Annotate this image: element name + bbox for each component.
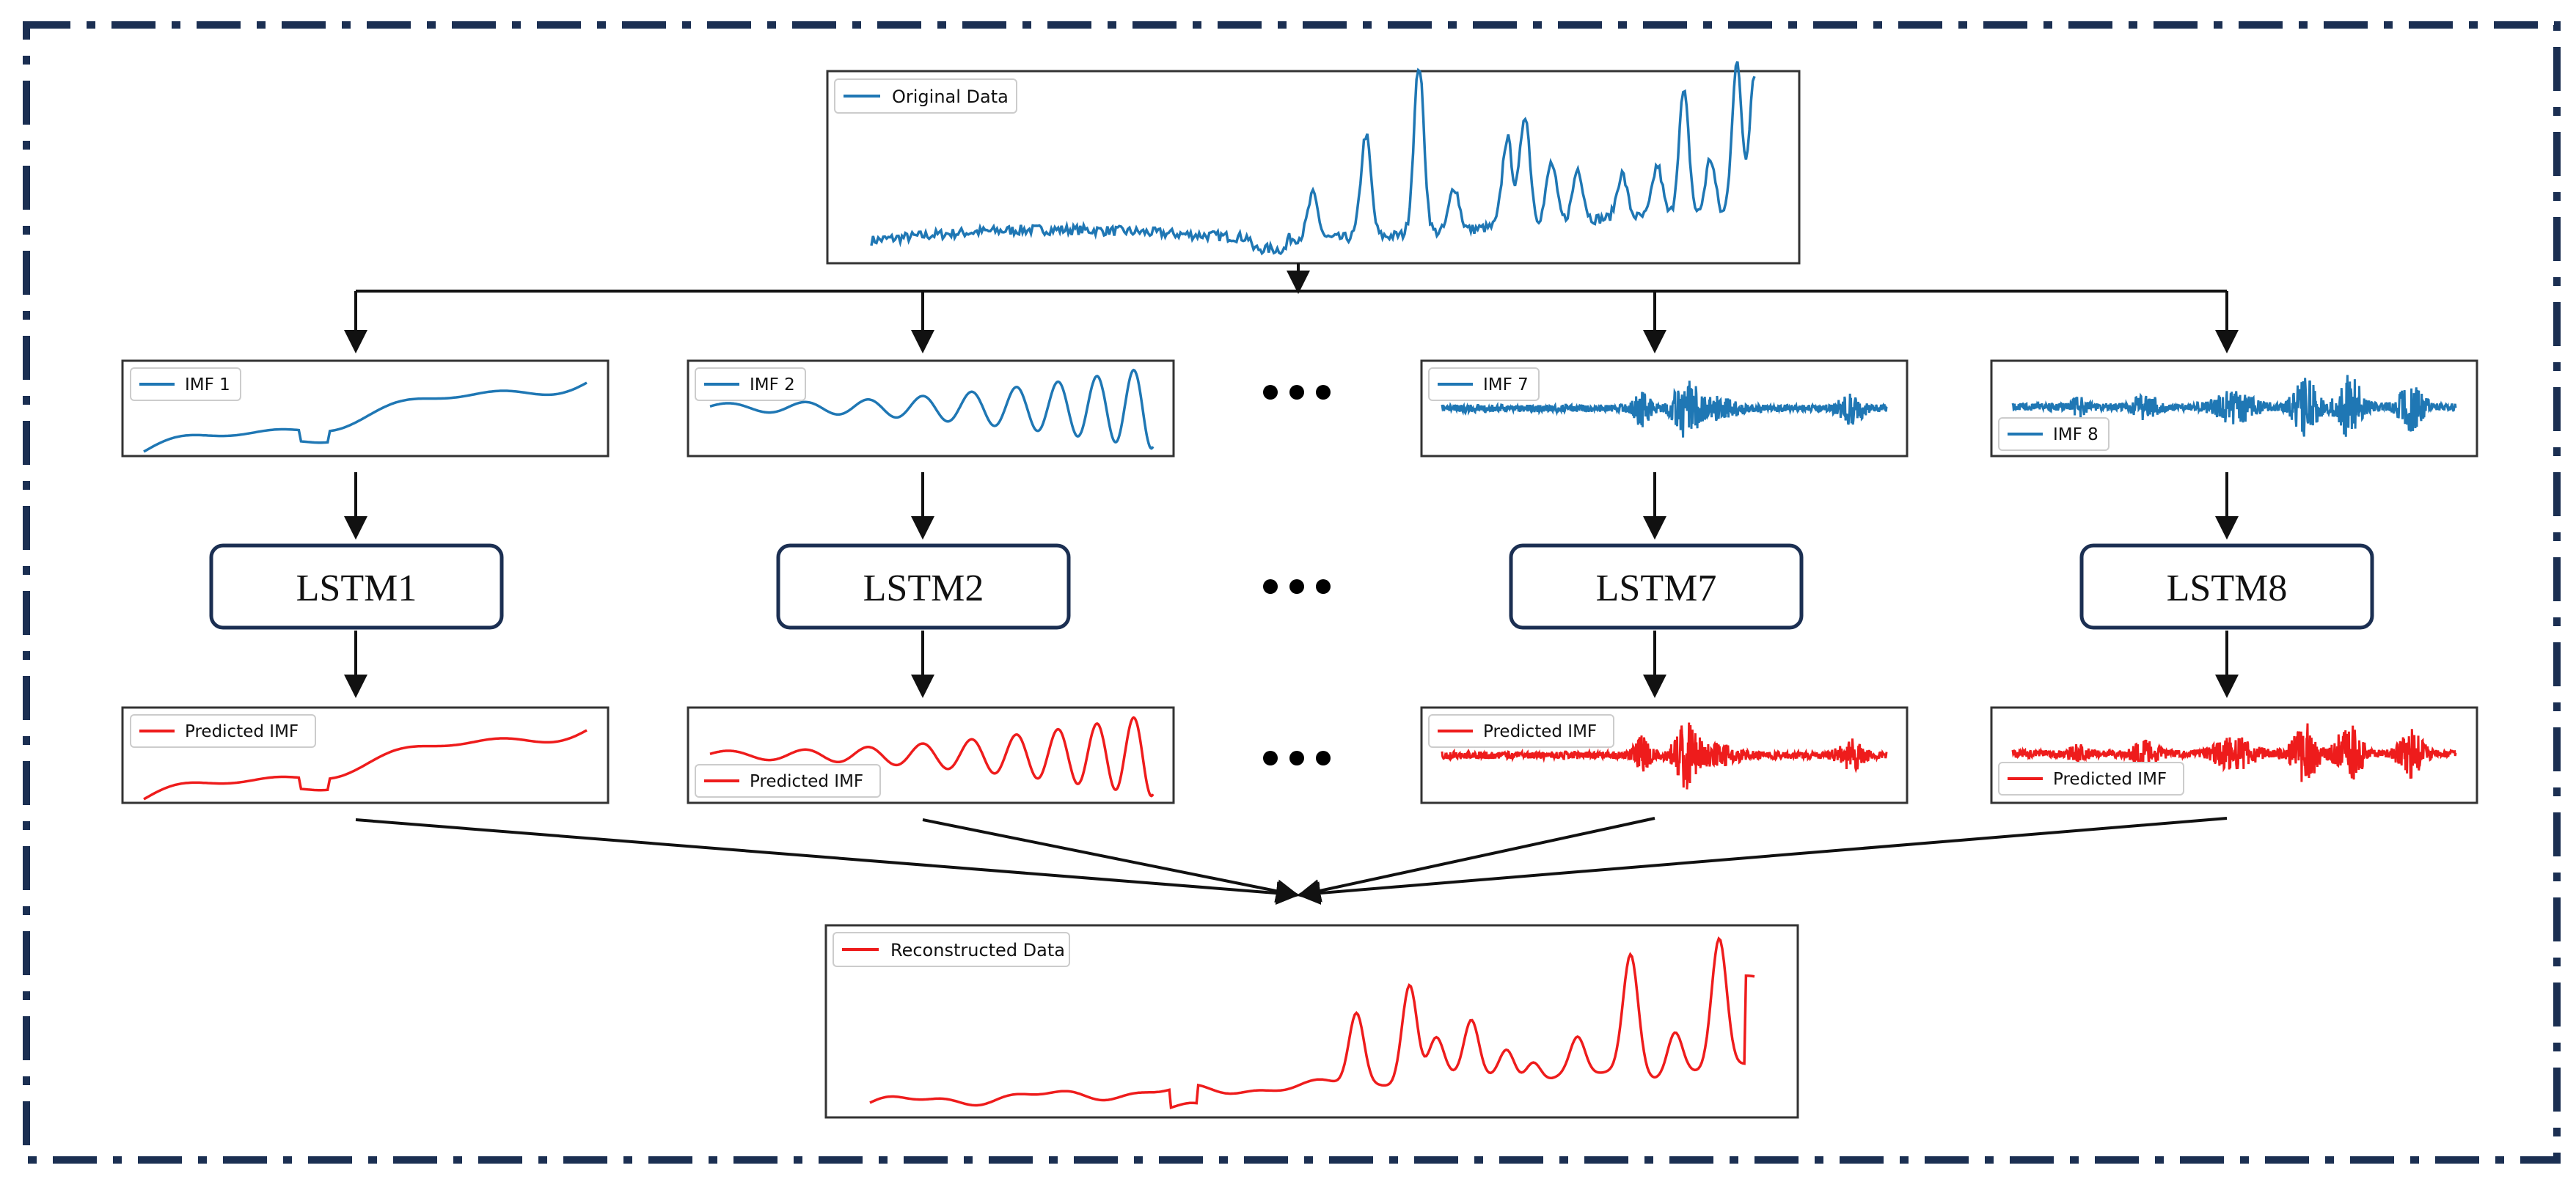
predicted-imf-2-legend-label: Predicted IMF: [750, 772, 863, 791]
original-data-legend-label: Original Data: [892, 87, 1009, 107]
lstm-8-label: LSTM8: [2167, 568, 2288, 609]
lstm-2-box: LSTM2: [776, 543, 1071, 630]
imf-7-panel: IMF 7: [1420, 359, 1909, 458]
imf-7-legend-label: IMF 7: [1483, 375, 1529, 394]
reconstructed-data-legend-label: Reconstructed Data: [890, 940, 1065, 961]
imf-2-panel: IMF 2: [687, 359, 1175, 458]
outer-frame: [23, 21, 2561, 1164]
predicted-imf-7-legend-label: Predicted IMF: [1483, 722, 1597, 741]
imf-2-series: [709, 368, 1155, 450]
lstm-7-box: LSTM7: [1509, 543, 1804, 630]
lstm-8-box: LSTM8: [2079, 543, 2374, 630]
predicted-imf-2-panel: Predicted IMF: [687, 706, 1175, 804]
imf-8-legend-label: IMF 8: [2053, 425, 2099, 444]
predicted-imf-8-legend-label: Predicted IMF: [2053, 770, 2167, 789]
lstm-1-label: LSTM1: [296, 568, 417, 609]
reconstructed-data-panel: Reconstructed Data: [824, 924, 1799, 1119]
lstm-7-label: LSTM7: [1596, 568, 1717, 609]
original-data-panel: Original Data: [826, 61, 1801, 265]
original-data-legend: Original Data: [834, 78, 1017, 114]
predicted-imf-7-panel: Predicted IMF: [1420, 706, 1909, 804]
imf-1-panel: IMF 1: [121, 359, 610, 458]
lstm-2-label: LSTM2: [863, 568, 984, 609]
predicted-imf-1-panel: Predicted IMF: [121, 706, 610, 804]
predicted-imf-8-panel: Predicted IMF: [1990, 706, 2478, 804]
original-data-series: [870, 61, 1756, 256]
predicted-imf-8-series: [2011, 723, 2457, 782]
imf-2-legend-label: IMF 2: [750, 375, 795, 394]
lstm-1-box: LSTM1: [209, 543, 504, 630]
predicted-imf-2-series: [709, 716, 1155, 798]
imf-7-series: [1441, 381, 1888, 438]
predicted-imf-1-legend-label: Predicted IMF: [185, 722, 299, 741]
imf-1-series: [143, 381, 588, 453]
predicted-imf-7-series: [1441, 722, 1888, 790]
imf-to-lstm-arrows: [344, 472, 2239, 540]
merge-arrows: [355, 817, 2228, 906]
imf-8-series: [2011, 375, 2457, 437]
imf-8-panel: IMF 8: [1990, 359, 2478, 458]
imf-1-legend-label: IMF 1: [185, 375, 230, 394]
predicted-imf-1-series: [143, 729, 588, 801]
lstm-to-prediction-arrows: [344, 631, 2239, 698]
ellipsis-dots: [1263, 385, 1331, 765]
reconstructed-data-series: [869, 936, 1755, 1109]
split-arrows: [344, 263, 2239, 353]
